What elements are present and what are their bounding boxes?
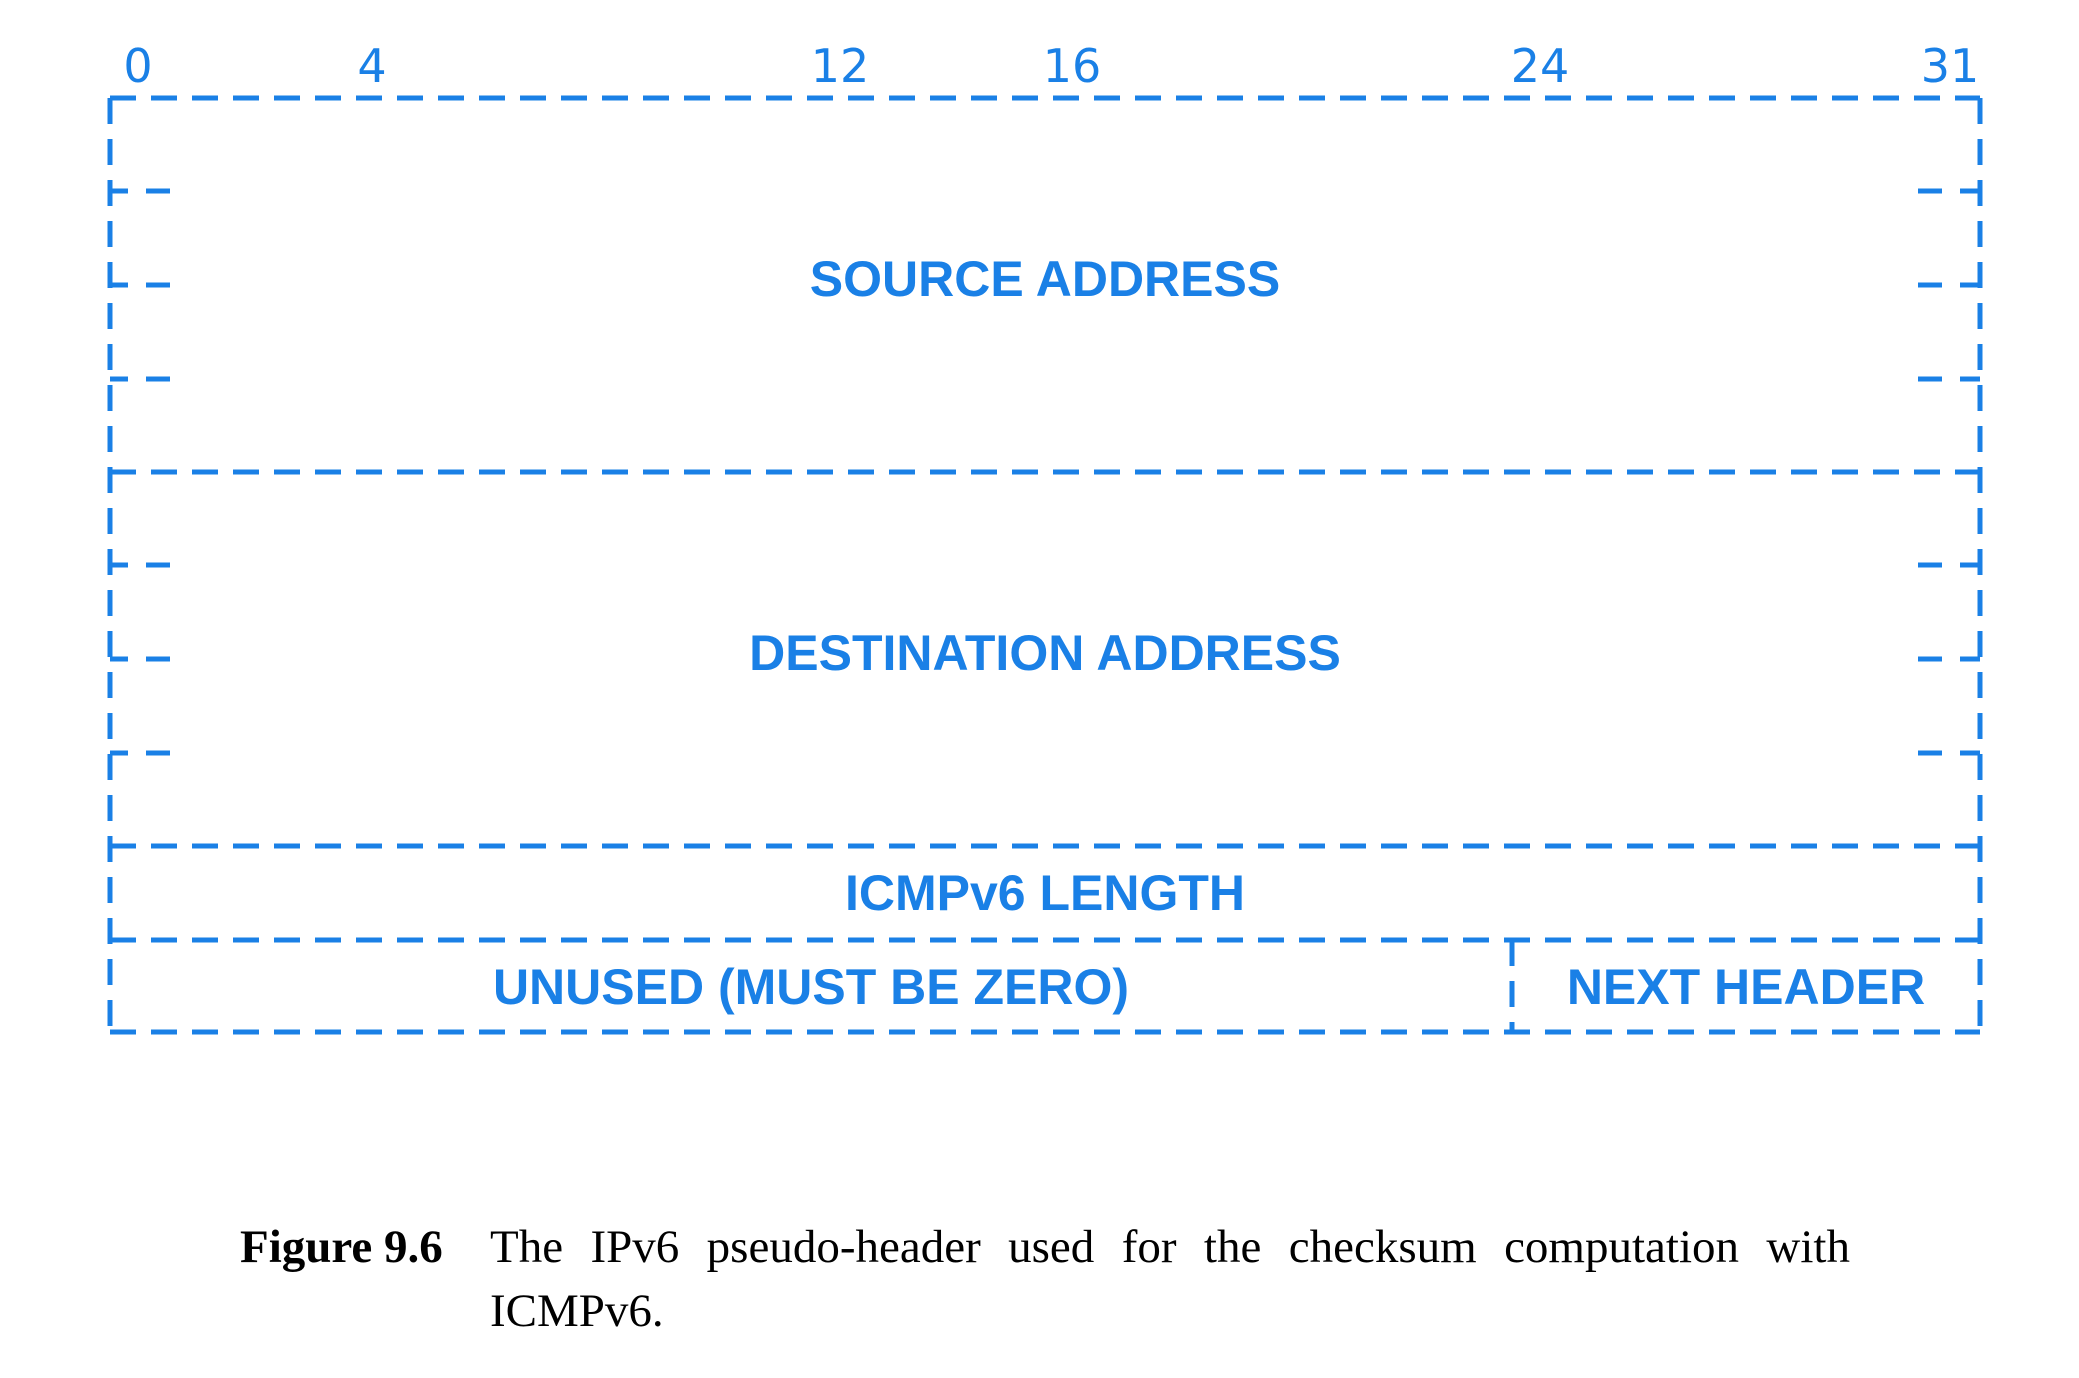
field-icmpv6-length: ICMPv6 LENGTH xyxy=(845,865,1245,921)
bit-label-24: 24 xyxy=(1511,39,1570,93)
bit-label-31: 31 xyxy=(1921,39,1980,93)
bit-label-12: 12 xyxy=(811,39,870,93)
bit-label-16: 16 xyxy=(1043,39,1102,93)
figure-caption-text: The IPv6 pseudo-header used for the chec… xyxy=(490,1221,1850,1337)
field-next-header: NEXT HEADER xyxy=(1567,959,1925,1015)
figure-caption: Figure 9.6 The IPv6 pseudo-header used f… xyxy=(240,1215,1850,1343)
field-source-address: SOURCE ADDRESS xyxy=(810,251,1280,307)
field-unused: UNUSED (MUST BE ZERO) xyxy=(493,959,1129,1015)
field-destination-address: DESTINATION ADDRESS xyxy=(749,625,1341,681)
word-ticks xyxy=(110,188,1980,756)
bit-label-4: 4 xyxy=(357,39,386,93)
figure-number: Figure 9.6 xyxy=(240,1221,443,1273)
bit-label-0: 0 xyxy=(123,39,152,93)
